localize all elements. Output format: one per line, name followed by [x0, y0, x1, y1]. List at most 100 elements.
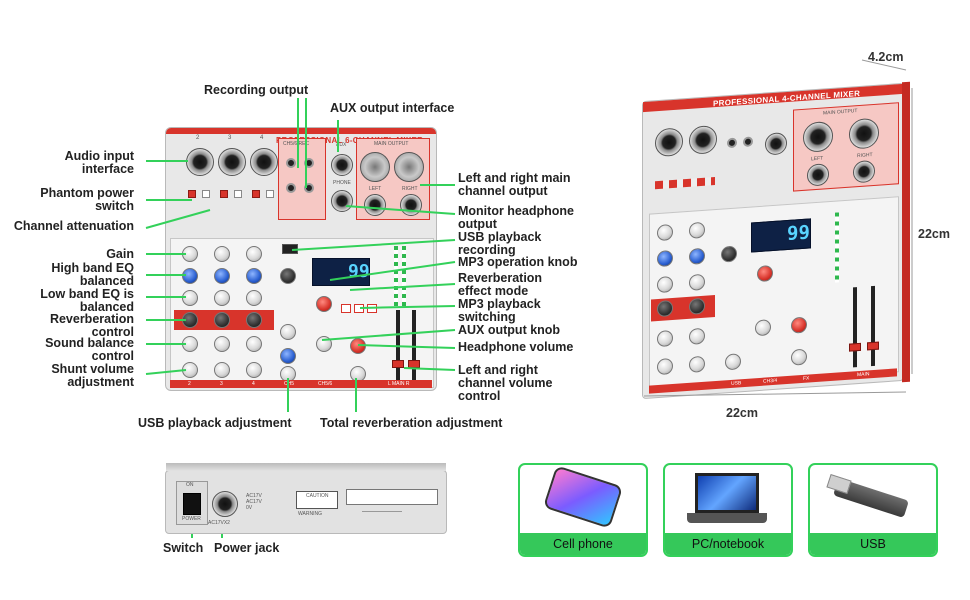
ch56-rec-label: CH5/6 REC: [283, 141, 310, 147]
card-cell-phone: Cell phone: [518, 463, 648, 557]
ce-fc-marks: [362, 511, 402, 524]
label-high-band-eq: High band EQ balanced: [51, 261, 134, 288]
rear-caution: CAUTION: [306, 493, 329, 499]
dimension-depth: 4.2cm: [868, 50, 904, 64]
pan-knob[interactable]: [246, 336, 262, 352]
control-panel: [170, 238, 434, 388]
pad-button[interactable]: [234, 190, 242, 198]
led-meter-left: [394, 246, 398, 306]
front-mixer: PROFESSIONAL 6-CHANNEL MIXER 2 3 4 CH5/6…: [165, 127, 437, 391]
leader-line: [291, 239, 456, 251]
card-label: PC/notebook computer: [691, 537, 765, 551]
trs-left-jack[interactable]: [364, 194, 386, 216]
phantom-power-button[interactable]: [220, 190, 228, 198]
leader-line: [145, 369, 187, 375]
card-label-bar: PC/notebook computer: [665, 533, 791, 555]
channel-number: 3: [228, 135, 232, 141]
bottom-label: 4: [252, 381, 255, 387]
card-label-bar: Cell phone: [520, 533, 646, 555]
label-total-reverberation: Total reverberation adjustment: [320, 416, 503, 430]
rear-warning: WARNING: [298, 511, 322, 517]
leader-line: [359, 305, 456, 309]
ch5-eq-knob[interactable]: [280, 324, 296, 340]
label-reverberation-control: Reverberation control: [49, 312, 134, 339]
leader-line: [145, 209, 211, 229]
rear-panel: ON POWER AC17VX2 AC17V AC17V 0V CAUTION …: [165, 463, 447, 534]
card-label: USB: [860, 537, 886, 551]
card-label-bar: USB: [810, 533, 936, 555]
program-knob[interactable]: [280, 268, 296, 284]
leader-line: [357, 344, 456, 349]
label-left-right-channel-volume: Left and right channel volume control: [458, 363, 553, 403]
dimension-width: 22cm: [726, 406, 758, 420]
label-switch: Switch: [163, 541, 204, 555]
pad-button[interactable]: [266, 190, 274, 198]
combo-input-jack[interactable]: [250, 148, 278, 176]
rear-ac-text: AC17V AC17V 0V: [246, 493, 262, 511]
label-left-right-main-output: Left and right main channel output: [458, 171, 571, 198]
rear-caution-box: [296, 491, 338, 509]
ch5-level-knob[interactable]: [280, 348, 296, 364]
aux-output-jack[interactable]: [331, 154, 353, 176]
power-jack[interactable]: [212, 491, 238, 517]
card-pc-notebook: PC/notebook computer: [663, 463, 793, 557]
label-aux-output-knob: AUX output knob: [458, 323, 561, 337]
leader-line: [321, 329, 456, 341]
card-label: Cell phone: [553, 537, 613, 551]
rca-jack[interactable]: [286, 183, 296, 193]
low-eq-knob[interactable]: [246, 290, 262, 306]
aux-label: AUX: [336, 142, 347, 148]
label-channel-attenuation: Channel attenuation: [13, 219, 134, 233]
leader-line: [349, 283, 456, 291]
channel-number: 4: [260, 135, 264, 141]
rca-jack[interactable]: [286, 158, 296, 168]
dimension-line: [643, 391, 907, 397]
bottom-label: 2: [188, 381, 191, 387]
leader-line: [345, 205, 456, 215]
phantom-power-button[interactable]: [252, 190, 260, 198]
level-knob[interactable]: [214, 362, 230, 378]
gain-knob[interactable]: [214, 246, 230, 262]
rear-label-box: [346, 489, 438, 505]
label-sound-balance: Sound balance control: [45, 336, 134, 363]
rear-ac-label: AC17VX2: [208, 520, 230, 526]
fader-left[interactable]: [392, 360, 404, 368]
led-meter-right: [402, 246, 406, 306]
laptop-screen: [695, 473, 759, 513]
label-mp3-playback-switching: MP3 playback switching: [458, 297, 541, 324]
reverb-knob[interactable]: [246, 312, 262, 328]
label-phantom-power: Phantom power switch: [40, 186, 134, 213]
label-gain: Gain: [106, 247, 134, 261]
xlr-right-jack[interactable]: [394, 152, 424, 182]
card-usb: USB: [808, 463, 938, 557]
mp3-operation-knob[interactable]: [316, 296, 332, 312]
laptop-base: [687, 513, 767, 523]
fader-right-track: [412, 310, 416, 380]
reverb-knob[interactable]: [214, 312, 230, 328]
gain-knob[interactable]: [246, 246, 262, 262]
pad-button[interactable]: [202, 190, 210, 198]
combo-input-jack[interactable]: [218, 148, 246, 176]
bottom-label: L MAIN R: [388, 381, 410, 387]
rear-on-label: ON: [186, 482, 194, 488]
bottom-label: CH5: [284, 381, 295, 387]
mp3-button[interactable]: [341, 304, 351, 313]
bottom-label: CH5/6: [318, 381, 333, 387]
usb-connector: [826, 473, 852, 495]
high-eq-knob[interactable]: [246, 268, 262, 284]
label-power-jack: Power jack: [214, 541, 280, 555]
power-switch[interactable]: [183, 493, 201, 515]
high-eq-knob[interactable]: [214, 268, 230, 284]
leader-line: [403, 367, 456, 371]
ch56-rec-block: [278, 138, 326, 220]
xlr-left-jack[interactable]: [360, 152, 390, 182]
pan-knob[interactable]: [214, 336, 230, 352]
phantom-power-button[interactable]: [188, 190, 196, 198]
level-knob[interactable]: [246, 362, 262, 378]
low-eq-knob[interactable]: [214, 290, 230, 306]
label-aux-output-interface: AUX output interface: [330, 101, 455, 115]
label-audio-input: Audio input interface: [64, 149, 134, 176]
label-reverberation-effect-mode: Reverberation effect mode: [458, 271, 543, 298]
